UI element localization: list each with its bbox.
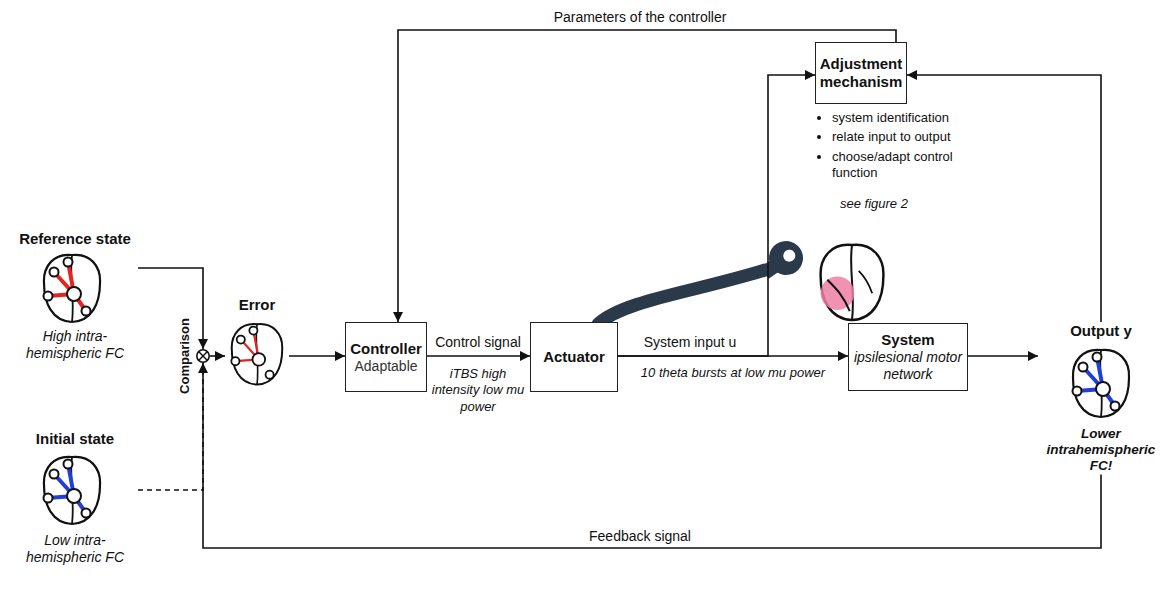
node-title: System: [881, 331, 934, 349]
connector-arrow: [138, 363, 203, 490]
connector-arrow: [968, 355, 1038, 357]
brain-network-error: [231, 324, 282, 384]
comparison-symbol: [196, 349, 210, 363]
reference-state: Reference stateHigh intra-hemispheric FC: [12, 230, 138, 362]
bullet-item: relate input to output: [832, 129, 962, 145]
controller-box: ControllerAdaptable: [345, 322, 427, 392]
connector-arrow: [289, 355, 345, 357]
tms-coil: [598, 234, 810, 324]
system-box: Systemipsilesional motor network: [848, 323, 968, 391]
connector-label: Control signal: [432, 334, 524, 351]
node-title: Adjustment mechanism: [820, 55, 903, 91]
stimulation-parameters: iTBS high intensity low mu power: [428, 366, 528, 415]
node-caption: Lower intrahemispheric FC!: [1038, 426, 1164, 475]
adjustment-box: Adjustment mechanism: [815, 42, 907, 104]
bullet-item: system identification: [832, 110, 962, 126]
node-caption: High intra-hemispheric FC: [12, 328, 138, 362]
node-title: Reference state: [19, 230, 131, 248]
node-caption: Adaptable: [354, 358, 417, 375]
node-title: Controller: [350, 340, 422, 358]
error-state: Error: [225, 296, 289, 394]
node-caption: Low intra-hemispheric FC: [12, 532, 138, 566]
node-title: Error: [239, 296, 276, 314]
actuator-box: Actuator: [530, 322, 618, 392]
connector-arrow: [210, 355, 225, 357]
brain-network-output: [1073, 350, 1130, 417]
connector-arrow: [618, 75, 815, 356]
connector-arrow: [427, 355, 530, 357]
initial-state: Initial stateLow intra-hemispheric FC: [12, 430, 138, 566]
node-title: Actuator: [543, 348, 605, 366]
stimulated-brain: [821, 245, 884, 320]
output-state: Output y Lower intrahemispheric FC!: [1038, 322, 1164, 475]
stimulation-input: 10 theta bursts at low mu power: [628, 365, 838, 381]
brain-network-reference: [44, 255, 101, 322]
connector-label: System input u: [641, 334, 740, 351]
connector-label: Feedback signal: [586, 528, 694, 545]
node-title: Output y: [1070, 322, 1132, 340]
node-caption: ipsilesional motor network: [853, 349, 963, 383]
figure-reference: see figure 2: [840, 196, 960, 212]
junction-label: Comparison: [177, 318, 192, 394]
connector-label: Parameters of the controller: [551, 9, 730, 26]
brain-network-initial: [44, 457, 101, 524]
node-title: Initial state: [36, 430, 114, 448]
bullet-item: choose/adapt control function: [832, 149, 962, 182]
comparison-junction: Comparison: [196, 349, 210, 363]
connector-arrow: [138, 268, 203, 349]
